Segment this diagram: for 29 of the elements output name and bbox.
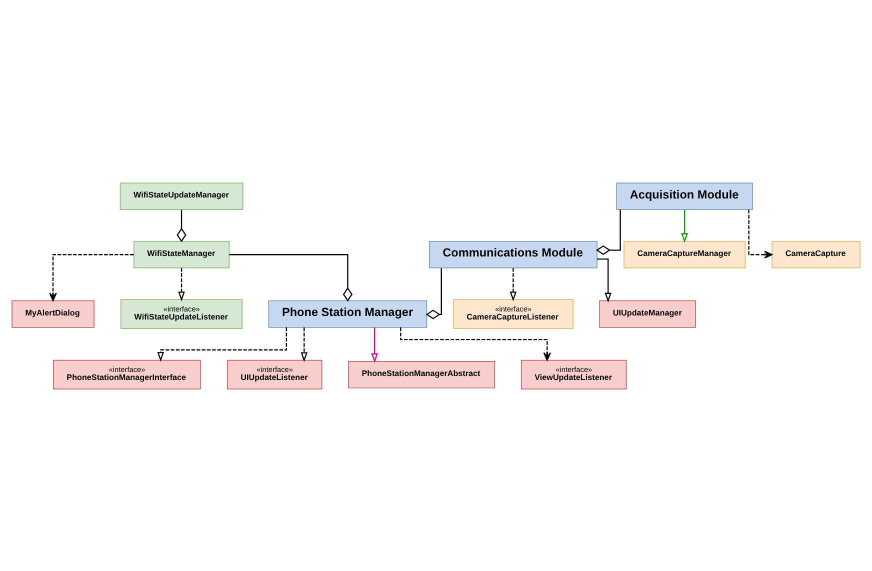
node-box: CameraCapture [772, 240, 860, 268]
node-box: WifiStateManager [134, 240, 230, 268]
arrow [400, 326, 552, 360]
connector [229, 254, 353, 302]
arrow [178, 268, 185, 301]
arrow [157, 326, 287, 362]
node-box: Communications Module [428, 240, 598, 268]
node-box: Phone Station Manager [268, 300, 428, 328]
node-box: CameraCaptureManager [624, 240, 746, 268]
arrow [597, 258, 612, 302]
arrow [300, 327, 308, 362]
node-box: UIUpdateManager [599, 300, 696, 328]
arrow [371, 327, 378, 363]
connector [176, 209, 186, 242]
arrow [510, 268, 517, 301]
connector [426, 268, 442, 319]
node-box: «interface» WifiStateUpdateListener [120, 298, 242, 328]
node-box: «interface» ViewUpdateListener [520, 359, 627, 389]
node-box: Acquisition Module [616, 182, 753, 210]
arrow [748, 209, 773, 258]
node-box: WifiStateUpdateManager [120, 182, 244, 210]
node-box: MyAlertDialog [12, 300, 94, 328]
node-box: «interface» UIUpdateListener [226, 359, 322, 389]
node-box: «interface» PhoneStationManagerInterface [53, 359, 201, 389]
arrow [681, 209, 688, 242]
node-box: «interface» CameraCaptureListener [453, 298, 574, 328]
arrow [49, 254, 134, 301]
node-box: PhoneStationManagerAbstract [348, 360, 496, 388]
connector [596, 209, 621, 255]
